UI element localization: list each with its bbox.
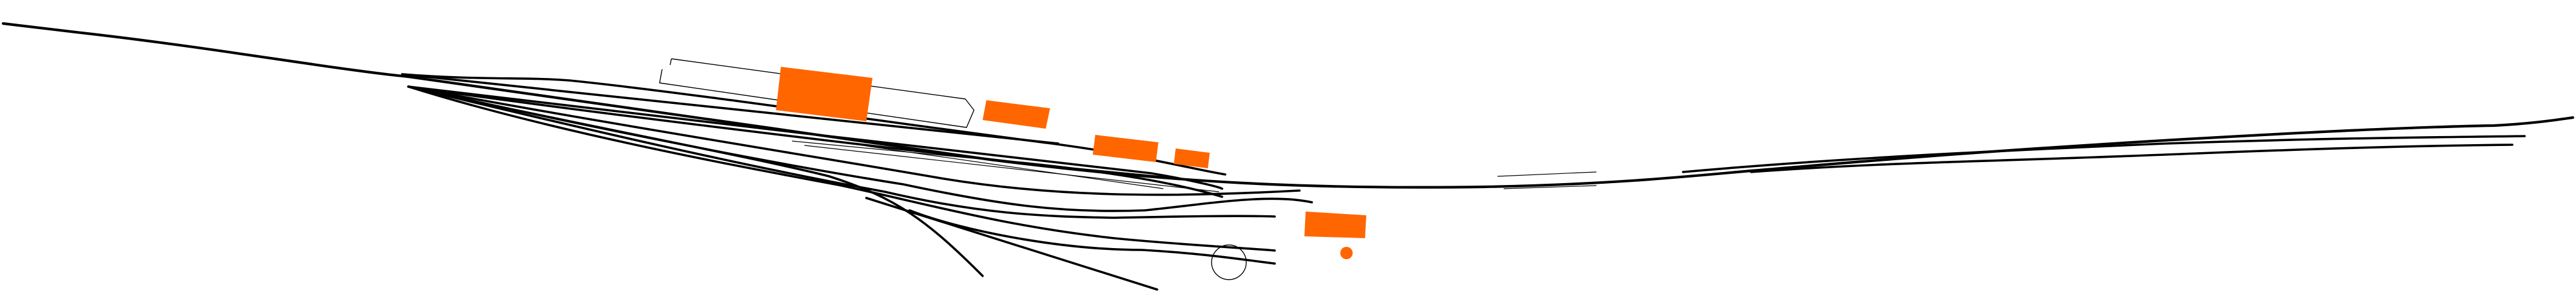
- thin-line-a: [791, 140, 1195, 180]
- track-lines: [1, 22, 2575, 291]
- lower-orange-building: [1304, 212, 1366, 238]
- large-orange-building: [776, 67, 872, 121]
- industrial-spur-track: [908, 209, 1276, 265]
- thin-line-d: [1503, 185, 1597, 189]
- turntable-circle: [1211, 244, 1247, 280]
- thin-line-e: [866, 145, 1164, 189]
- platform-outline: [659, 58, 975, 128]
- platform-outline-group: [659, 58, 975, 128]
- orange-building-3: [1093, 135, 1158, 162]
- north-siding-track: [401, 73, 1059, 145]
- siding-a-track: [407, 85, 1223, 190]
- siding-b-track: [407, 85, 1223, 198]
- thin-line-c: [1497, 171, 1597, 177]
- east-parallel-lower-track: [1750, 144, 2514, 173]
- siding-c-track: [407, 85, 1301, 196]
- orange-markers: [1340, 247, 1353, 259]
- orange-building-4: [1174, 148, 1210, 168]
- diverging-track: [407, 85, 984, 277]
- lower-siding-track: [407, 85, 1276, 252]
- orange-building-2: [983, 100, 1050, 129]
- orange-buildings: [776, 67, 1366, 238]
- turntable-group: [1211, 244, 1247, 280]
- main-line-track: [1, 22, 2575, 189]
- thin-lines: [791, 140, 1597, 192]
- siding-e-track: [407, 85, 1276, 219]
- orange-marker-dot: [1340, 247, 1353, 259]
- thin-line-b: [804, 145, 1220, 192]
- east-parallel-upper-track: [1682, 135, 2526, 173]
